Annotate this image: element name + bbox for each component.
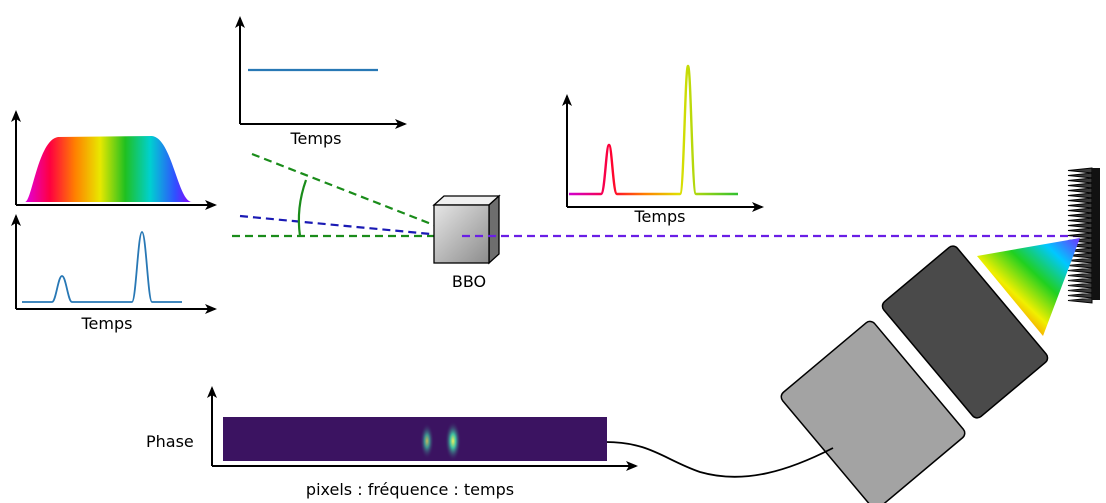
rainbow-spectrum [25,136,192,202]
phase-label: Phase [146,432,194,451]
constant-time-label: Temps [290,129,342,148]
spectrogram-image [223,417,607,461]
green-beam-upper [251,152,463,238]
camera-body [780,320,966,503]
bbo-crystal: BBO [432,194,501,291]
camera-lens [881,245,1049,419]
peaks-time-label: Temps [634,207,686,226]
cube-side [488,194,500,265]
pulse-time-label: Temps [81,314,133,333]
blue-beam [239,214,453,238]
double-pulse-plot: Temps [11,214,217,333]
cube-front [433,204,490,264]
bbo-label: BBO [452,272,486,291]
peaks-plot: Temps [562,64,764,226]
detector-plot: Phase pixels : fréquence : temps [146,386,638,499]
camera-housing [780,320,966,503]
peaks-trace [569,64,738,196]
spectrogram-spot-right [445,421,461,461]
detector-axis-label: pixels : fréquence : temps [306,480,514,499]
beams [232,152,463,238]
spectrum-plot [11,110,217,210]
spectrogram-spot-left [420,423,434,459]
camera-cable [605,441,834,478]
cube-top [432,195,501,206]
camera [780,245,1049,503]
double-pulse-trace [22,231,182,303]
grating-teeth [1067,167,1093,304]
lens-tube [881,245,1049,419]
grating [1067,167,1100,304]
angle-arc [297,179,308,237]
dispersed-fan [977,238,1080,336]
constant-plot: Temps [235,16,407,148]
grating-body [1092,168,1100,300]
